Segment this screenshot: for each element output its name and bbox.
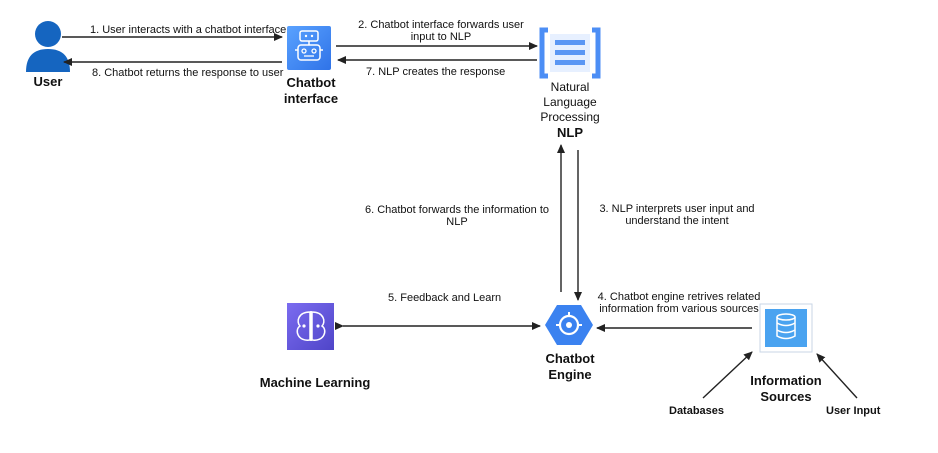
step-2-label-line2: input to NLP [410,31,472,43]
step-4-label-line2: information from various sources [599,303,759,315]
nlp-label-line4: NLP [557,125,583,140]
step-8-label: 8. Chatbot returns the response to user [92,67,284,79]
information-sources-icon [759,303,813,353]
chatbot-engine-label-line1: Chatbot [545,351,595,366]
nlp-label-line2: Language [543,95,597,109]
chatbot-interface-label-line1: Chatbot [286,75,336,90]
step-1-label: 1. User interacts with a chatbot interfa… [90,24,287,36]
machine-learning-label: Machine Learning [259,375,371,390]
nlp-icon [539,27,601,79]
nlp-label-line1: Natural [550,80,590,94]
step-3-label-line2: understand the intent [625,215,729,227]
arrow-user-input [816,353,858,399]
user-label: User [33,74,63,89]
step-4-label-line1: 4. Chatbot engine retrives related [597,291,761,303]
step-5-label: 5. Feedback and Learn [388,292,502,304]
step-2-label-line1: 2. Chatbot interface forwards user [358,19,524,31]
step-6-label-line1: 6. Chatbot forwards the information to [364,204,550,216]
information-sources-label-line2: Sources [760,389,812,404]
user-input-label: User Input [826,405,881,417]
chatbot-engine-label-line2: Engine [548,367,592,382]
machine-learning-icon [287,303,334,350]
nlp-label-line3: Processing [540,110,600,124]
chatbot-interface-label-line2: interface [283,91,339,106]
information-sources-label-line1: Information [750,373,822,388]
arrow-databases [702,351,753,399]
databases-label: Databases [669,405,725,417]
chatbot-interface-icon [287,26,331,70]
user-icon [26,21,70,72]
step-7-label: 7. NLP creates the response [366,66,506,78]
chatbot-engine-icon [545,305,593,345]
step-6-label-line2: NLP [446,216,468,228]
step-3-label-line1: 3. NLP interprets user input and [599,203,755,215]
